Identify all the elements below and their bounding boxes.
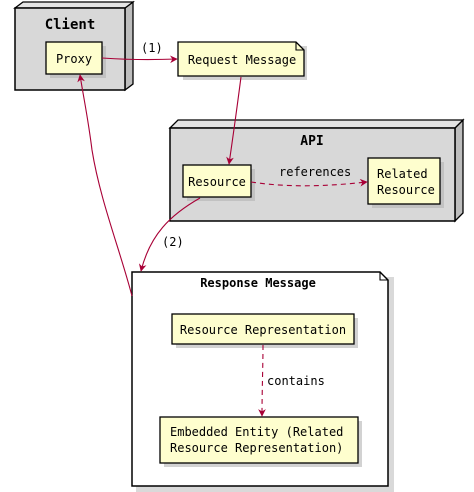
- edge-label-2: (2): [162, 235, 184, 249]
- request-message-note: Request Message: [177, 41, 307, 80]
- related-resource-line2: Resource: [377, 183, 435, 197]
- edge-label-references: references: [279, 165, 351, 179]
- edge-response-to-proxy: [77, 74, 133, 297]
- embedded-entity-line2: Resource Representation): [170, 441, 343, 455]
- resource-label: Resource: [188, 175, 246, 189]
- edge-representation-to-embedded: contains: [258, 344, 325, 417]
- proxy-box: Proxy: [45, 41, 106, 78]
- proxy-label: Proxy: [56, 52, 92, 66]
- request-message-label: Request Message: [188, 53, 296, 67]
- edge-label-contains: contains: [267, 374, 325, 388]
- edge-resource-to-response: (2): [138, 197, 201, 272]
- resource-box: Resource: [182, 164, 255, 201]
- api-title: API: [300, 134, 323, 149]
- resource-representation-label: Resource Representation: [180, 323, 346, 337]
- edge-proxy-to-request: (1): [101, 41, 178, 64]
- related-resource-box: Related Resource: [367, 157, 444, 208]
- client-title: Client: [45, 17, 96, 33]
- embedded-entity-line1: Embedded Entity (Related: [170, 425, 343, 439]
- edge-label-1: (1): [141, 41, 163, 55]
- embedded-entity-box: Embedded Entity (Related Resource Repres…: [159, 416, 362, 467]
- edge-resource-to-related: references: [250, 165, 368, 187]
- related-resource-line1: Related: [377, 167, 428, 181]
- response-message-title: Response Message: [200, 276, 316, 290]
- edge-request-to-resource: [226, 76, 242, 165]
- resource-representation-box: Resource Representation: [171, 313, 358, 348]
